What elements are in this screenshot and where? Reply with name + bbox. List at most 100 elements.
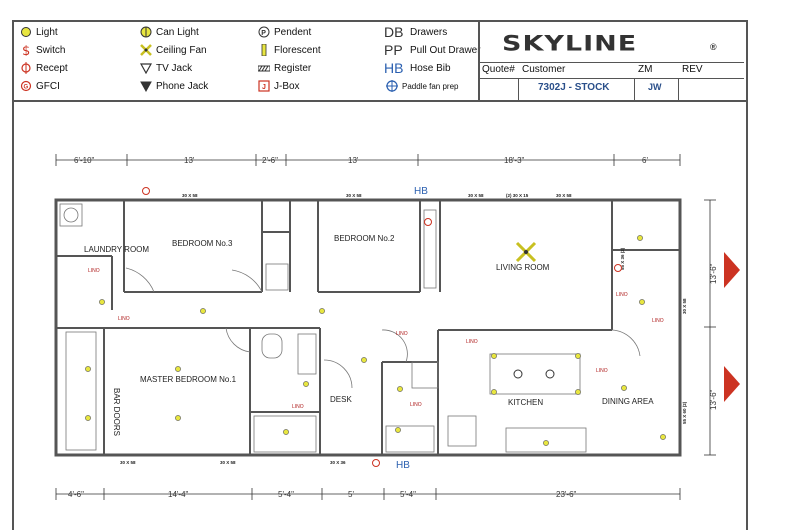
room-dining: DINING AREA xyxy=(602,397,654,406)
hose-bib-top: HB xyxy=(414,186,428,197)
section-arrow-upper xyxy=(724,252,740,288)
room-bedroom-3: BEDROOM No.3 xyxy=(172,239,233,248)
window-label: 30 X 36 xyxy=(330,460,346,465)
legend-label: Phone Jack xyxy=(156,80,209,92)
legend-phone-jack: Phone Jack xyxy=(140,80,208,92)
legend-tv-jack: TV Jack xyxy=(140,62,192,74)
bar-doors-label: BAR DOORS xyxy=(112,388,121,436)
legend-label: Florescent xyxy=(274,44,321,56)
window-label: 30 X 58 xyxy=(468,193,484,198)
legend-label: GFCI xyxy=(36,80,60,92)
pull-out-drawer-code: PP xyxy=(384,42,403,58)
drawers-code: DB xyxy=(384,24,404,40)
legend-hose-bib: HB Hose Bib xyxy=(384,60,451,76)
window-label: 30 X 58 xyxy=(120,460,136,465)
dim-top-3: 2'-6" xyxy=(262,156,278,165)
light-icon xyxy=(395,427,401,433)
light-icon xyxy=(575,389,581,395)
lino-label: LINO xyxy=(652,318,664,324)
window-label: 30 X 58 xyxy=(682,298,687,314)
window-label: 30 X 58 xyxy=(556,193,572,198)
window-label: 55 X 60 (2) xyxy=(682,401,687,424)
legend-gfci: G GFCI xyxy=(20,80,60,92)
svg-text:J: J xyxy=(262,84,266,91)
light-icon xyxy=(491,353,497,359)
dim-bottom-6: 23'-6" xyxy=(556,490,577,499)
light-icon xyxy=(543,440,549,446)
pendent-icon xyxy=(545,369,555,379)
dim-bottom-5: 5'-4" xyxy=(400,490,416,499)
legend-label: Pendent xyxy=(274,26,312,38)
legend-ceiling-fan: Ceiling Fan xyxy=(140,44,207,56)
window-label: 55 X 36 (2) xyxy=(620,247,625,270)
room-laundry: LAUNDRY ROOM xyxy=(84,245,149,254)
room-bedroom-2: BEDROOM No.2 xyxy=(334,234,395,243)
legend-florescent: Florescent xyxy=(258,44,321,56)
receptacle-icon xyxy=(20,62,32,74)
lino-label: LINO xyxy=(616,292,628,298)
light-icon xyxy=(491,389,497,395)
light-icon xyxy=(621,385,627,391)
window-label: 30 X 58 xyxy=(182,193,198,198)
lino-label: LINO xyxy=(410,402,422,408)
dim-right-2: 13'-6" xyxy=(709,389,718,410)
svg-text:G: G xyxy=(24,85,29,91)
room-kitchen: KITCHEN xyxy=(508,398,543,407)
legend-label: Pull Out Drawer xyxy=(410,44,481,56)
register-icon xyxy=(258,62,270,74)
legend-label: Register xyxy=(274,62,312,74)
pendent-icon xyxy=(513,369,523,379)
lino-label: LINO xyxy=(292,404,304,410)
light-icon xyxy=(303,381,309,387)
switch-icon: $ xyxy=(20,44,32,56)
legend-drawers: DB Drawers xyxy=(384,24,447,40)
room-desk: DESK xyxy=(330,395,352,404)
legend-pull-out-drawer: PP Pull Out Drawer xyxy=(384,42,481,58)
windows: 30 X 58 30 X 58 30 X 58 (2) 30 X 15 30 X… xyxy=(120,193,687,465)
lino-label: LINO xyxy=(596,368,608,374)
window-label: (2) 30 X 15 xyxy=(506,193,529,198)
light-icon xyxy=(20,26,32,38)
legend-label: Recept xyxy=(36,62,68,74)
legend-switch: $ Switch xyxy=(20,44,65,56)
legend-j-box: J J-Box xyxy=(258,80,300,92)
quote-header: Quote# xyxy=(482,64,515,75)
zm-header: ZM xyxy=(638,64,653,75)
hose-bib-code: HB xyxy=(384,60,404,76)
light-icon xyxy=(99,299,105,305)
dimension-lines xyxy=(55,154,716,500)
light-icon xyxy=(85,415,91,421)
fixtures xyxy=(59,203,641,453)
room-living: LIVING ROOM xyxy=(496,263,550,272)
room-master: MASTER BEDROOM No.1 xyxy=(140,375,237,384)
legend-label: Light xyxy=(36,26,58,38)
window-label: 30 X 58 xyxy=(346,193,362,198)
light-icon xyxy=(200,308,206,314)
skyline-logo: SKYLINE xyxy=(502,31,638,56)
dim-right-1: 13'-6" xyxy=(709,263,718,284)
dim-top-4: 13' xyxy=(348,156,359,165)
ceiling-fan xyxy=(515,241,537,263)
dim-top-2: 13' xyxy=(184,156,195,165)
pendent-lights xyxy=(513,369,555,379)
light-icon xyxy=(283,429,289,435)
lino-labels: LINO LINO LINO LINO LINO LINO LINO LINO … xyxy=(88,268,664,410)
legend-can-light: Can Light xyxy=(140,26,199,38)
lino-label: LINO xyxy=(466,339,478,345)
dim-bottom-1: 4'-6" xyxy=(68,490,84,499)
phone-jack-icon xyxy=(140,80,152,92)
hose-bib-bottom: HB xyxy=(396,460,410,471)
lino-label: LINO xyxy=(118,316,130,322)
dim-bottom-3: 5'-4" xyxy=(278,490,294,499)
gfci-outlets xyxy=(142,187,622,467)
legend-light: Light xyxy=(20,26,58,38)
window-label: 30 X 58 xyxy=(220,460,236,465)
j-box-icon: J xyxy=(258,80,270,92)
svg-text:$: $ xyxy=(22,44,30,56)
light-icon xyxy=(660,434,666,440)
header-divider xyxy=(12,100,746,102)
legend-label: Hose Bib xyxy=(410,62,451,74)
legend-label: Switch xyxy=(36,44,66,56)
legend-register: Register xyxy=(258,62,311,74)
